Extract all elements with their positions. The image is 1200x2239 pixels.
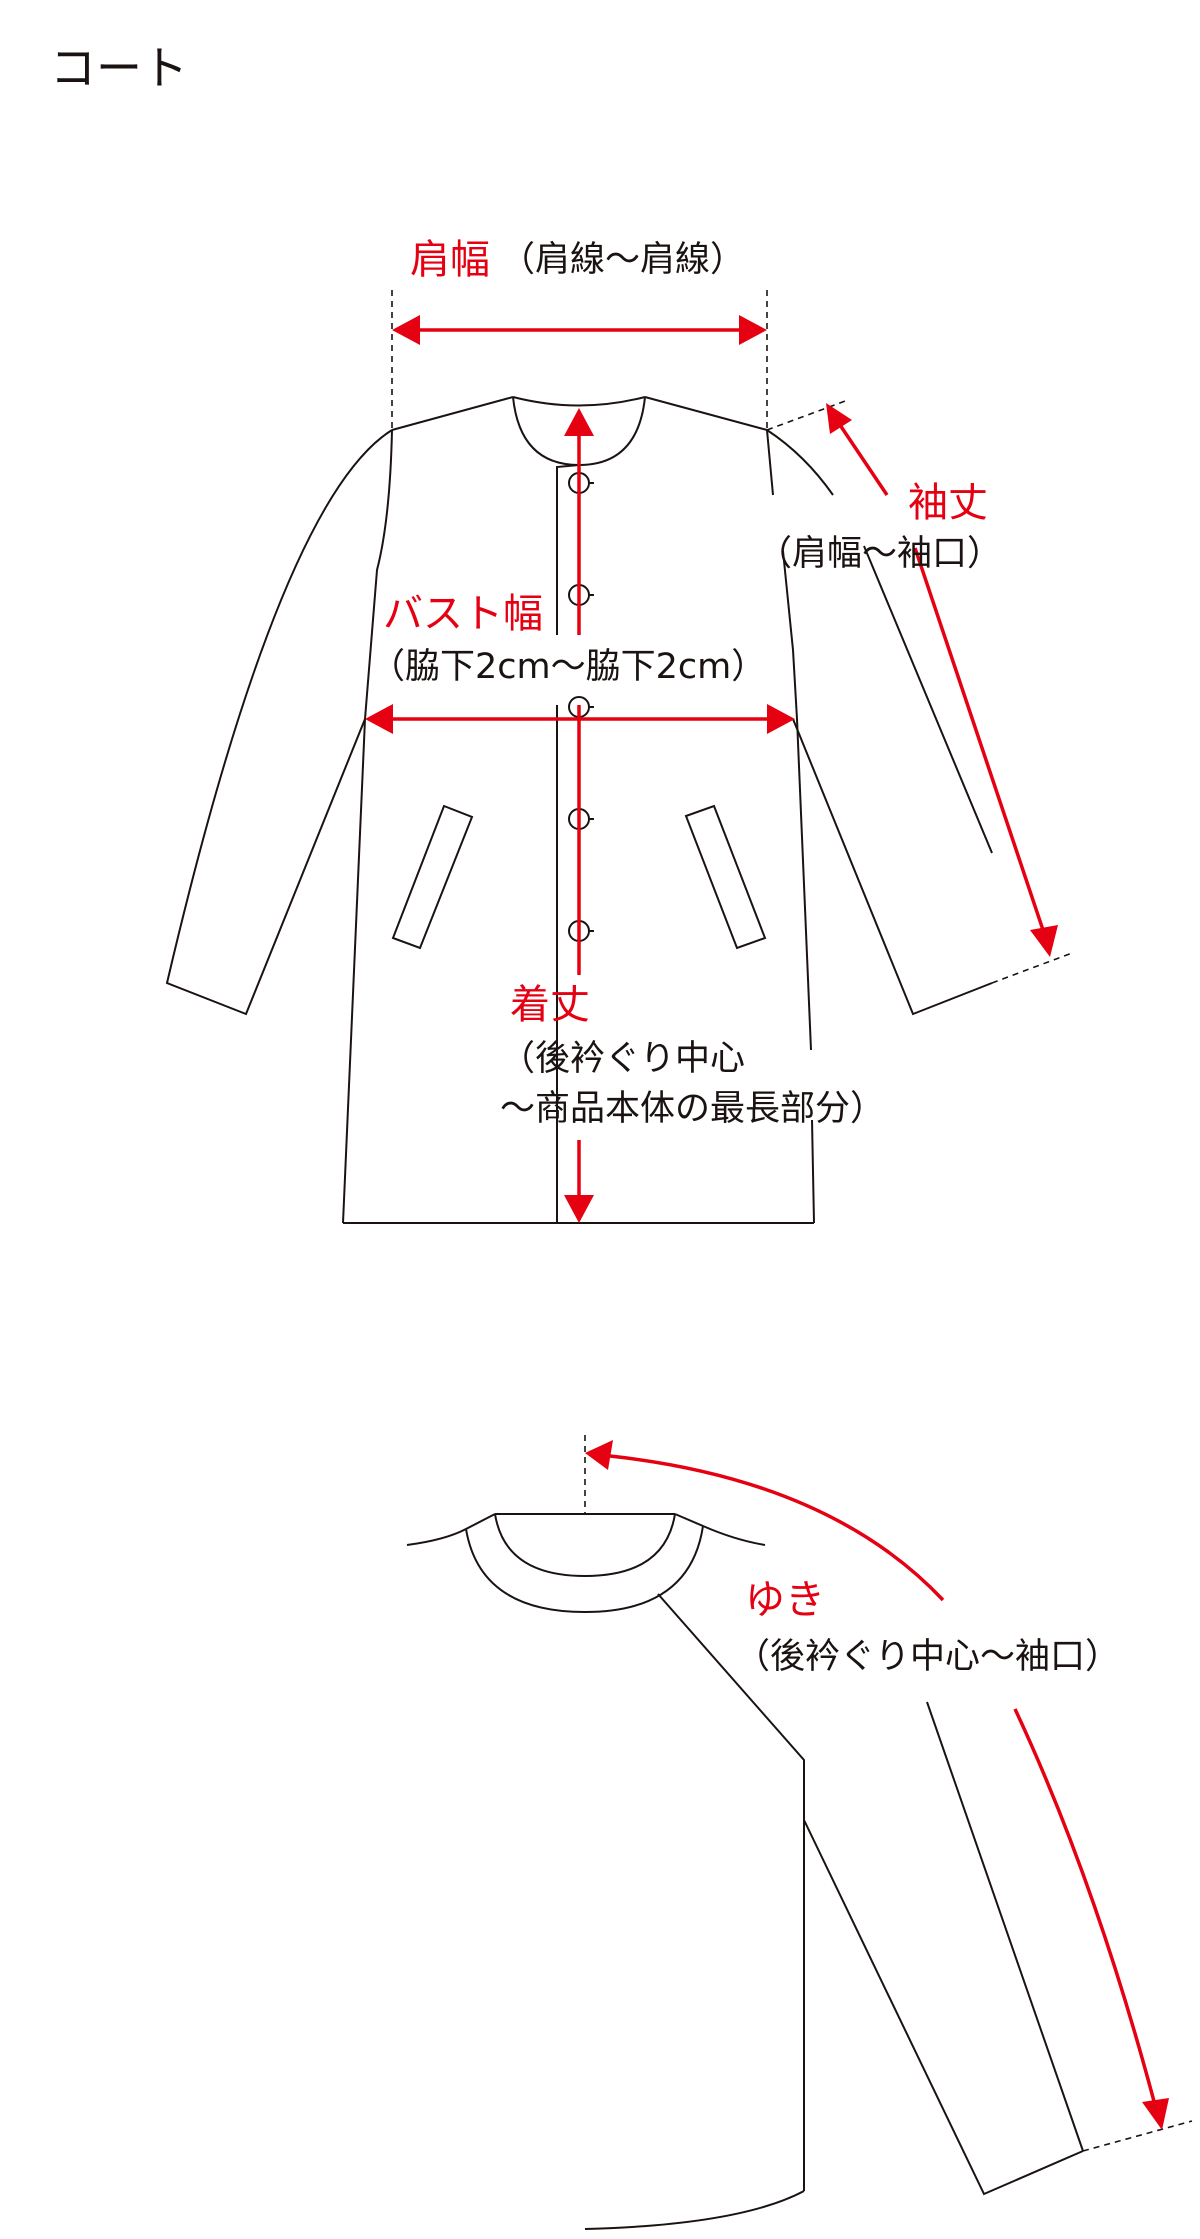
length-note-line1: （後衿ぐり中心 [500, 1039, 746, 1079]
sleeve-length-arrow-bottom [913, 547, 1045, 931]
yuki-arrow-sleeve [1013, 1708, 1157, 2106]
back-collar-inner [494, 1513, 676, 1578]
back-shoulder-left [406, 1513, 496, 1546]
yuki-label: ゆき [745, 1577, 825, 1623]
back-raglan [657, 1593, 805, 2191]
back-collar-outer [465, 1525, 704, 1614]
yuki-arrow-arc [609, 1454, 945, 1602]
back-hem [584, 2190, 805, 2230]
back-sleeve-inner [803, 1819, 1084, 2196]
back-measure-arrows [585, 1440, 1169, 2130]
sleeve-length-arrow-top [836, 421, 889, 496]
right-sleeve-outer [766, 429, 993, 854]
buttons [568, 472, 594, 942]
sleeve-length-label: 袖丈 [908, 480, 988, 526]
body-left-side [342, 429, 393, 1224]
body-right-side [766, 429, 815, 1224]
front-guides [391, 290, 1073, 984]
length-label: 着丈 [510, 982, 590, 1028]
shoulder-width-note: （肩線～肩線） [500, 240, 746, 280]
back-shoulder-right [674, 1513, 766, 1546]
front-measure-arrows [365, 315, 1058, 1223]
bust-width-note: （脇下2cm～脇下2cm） [370, 647, 767, 687]
sleeve-length-note: （肩幅～袖口） [757, 534, 1003, 574]
page-title: コート [50, 41, 188, 95]
placket [556, 464, 580, 1223]
length-note-line2: ～商品本体の最長部分） [500, 1089, 886, 1129]
back-sleeve-outer [926, 1701, 1084, 2152]
front-coat [165, 396, 993, 1224]
back-guides [584, 1435, 1193, 2152]
shoulder-width-label: 肩幅 [410, 237, 490, 283]
pocket-right [684, 804, 767, 950]
bust-width-label: バスト幅 [383, 591, 543, 637]
neckline-front [512, 396, 646, 407]
shoulder-line [391, 396, 768, 431]
yuki-note: （後衿ぐり中心～袖口） [735, 1637, 1121, 1677]
pocket-left [391, 804, 474, 950]
right-sleeve-inner [792, 718, 993, 1016]
left-sleeve [165, 429, 393, 1016]
